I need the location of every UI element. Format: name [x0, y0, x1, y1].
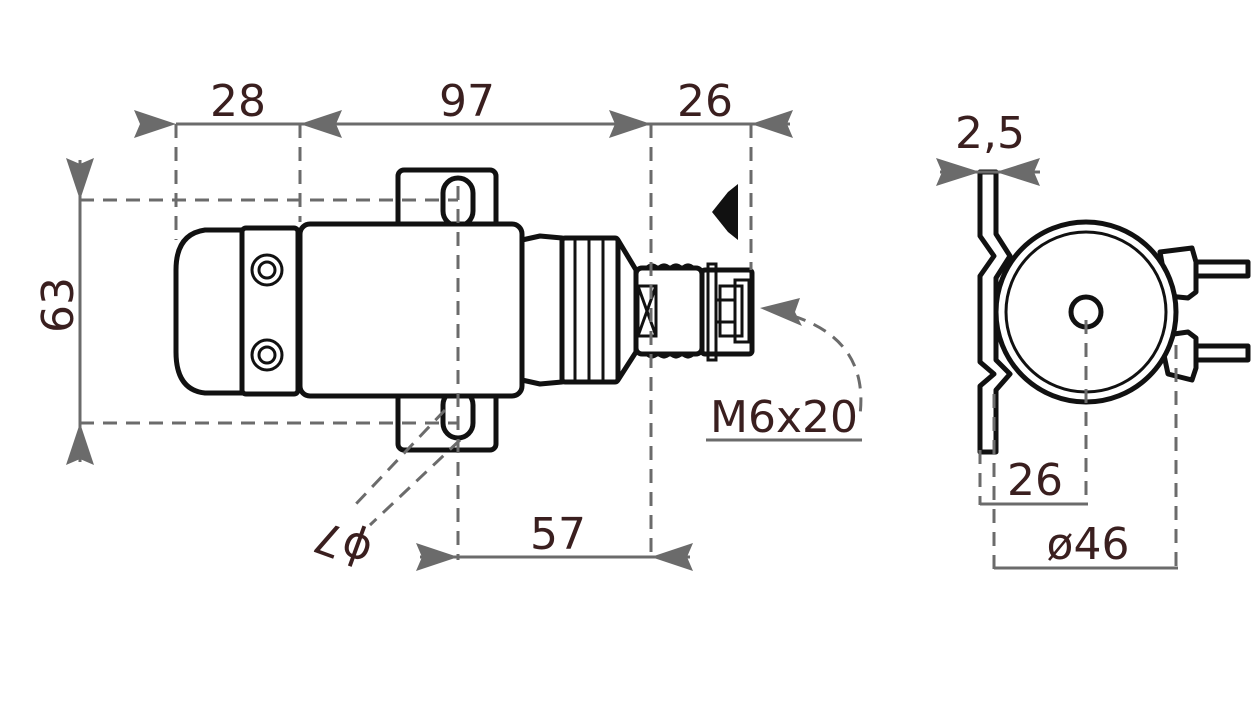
threaded-tip: [699, 262, 755, 362]
dimension-46-label: ø46: [1047, 519, 1130, 570]
dimension-63: 63: [33, 158, 94, 465]
clamp-screw-bottom: [250, 338, 284, 372]
front-view: 2,5 26 ø46: [936, 108, 1251, 570]
terminal-wires: [1193, 259, 1251, 363]
spring-coil: [633, 263, 705, 359]
dimension-97: 97: [300, 76, 651, 138]
dimension-28-label: 28: [210, 76, 266, 127]
dimension-26-tip: 26: [651, 76, 793, 138]
hole-diameter-label: ϕ7: [308, 510, 379, 577]
dimension-63-label: 63: [33, 277, 84, 333]
motion-direction-arrow: [712, 184, 738, 240]
dimension-57-label: 57: [530, 509, 586, 560]
thread-callout: M6x20: [706, 298, 863, 443]
rear-cap: [173, 227, 245, 396]
dimension-28: 28: [134, 76, 342, 138]
dimension-26-tip-label: 26: [677, 76, 733, 127]
front-extension-lines: [978, 320, 1178, 570]
dimension-26-center: 26: [980, 455, 1088, 506]
side-view: 28 97 26 63 57 ϕ7: [33, 76, 863, 577]
dimension-2-5: 2,5: [936, 108, 1040, 186]
dimension-26-center-label: 26: [1007, 455, 1063, 506]
dimension-2-5-label: 2,5: [955, 108, 1025, 159]
thread-label: M6x20: [710, 392, 858, 443]
main-body: [297, 221, 525, 399]
dimension-57: 57: [416, 509, 693, 571]
clamp-screw-top: [250, 253, 284, 287]
ribbed-section: [559, 235, 621, 385]
dimension-46: ø46: [994, 519, 1178, 570]
dimension-97-label: 97: [439, 76, 495, 127]
cone-section: [615, 237, 639, 383]
body-neck: [519, 233, 565, 387]
extension-lines: [80, 124, 753, 560]
